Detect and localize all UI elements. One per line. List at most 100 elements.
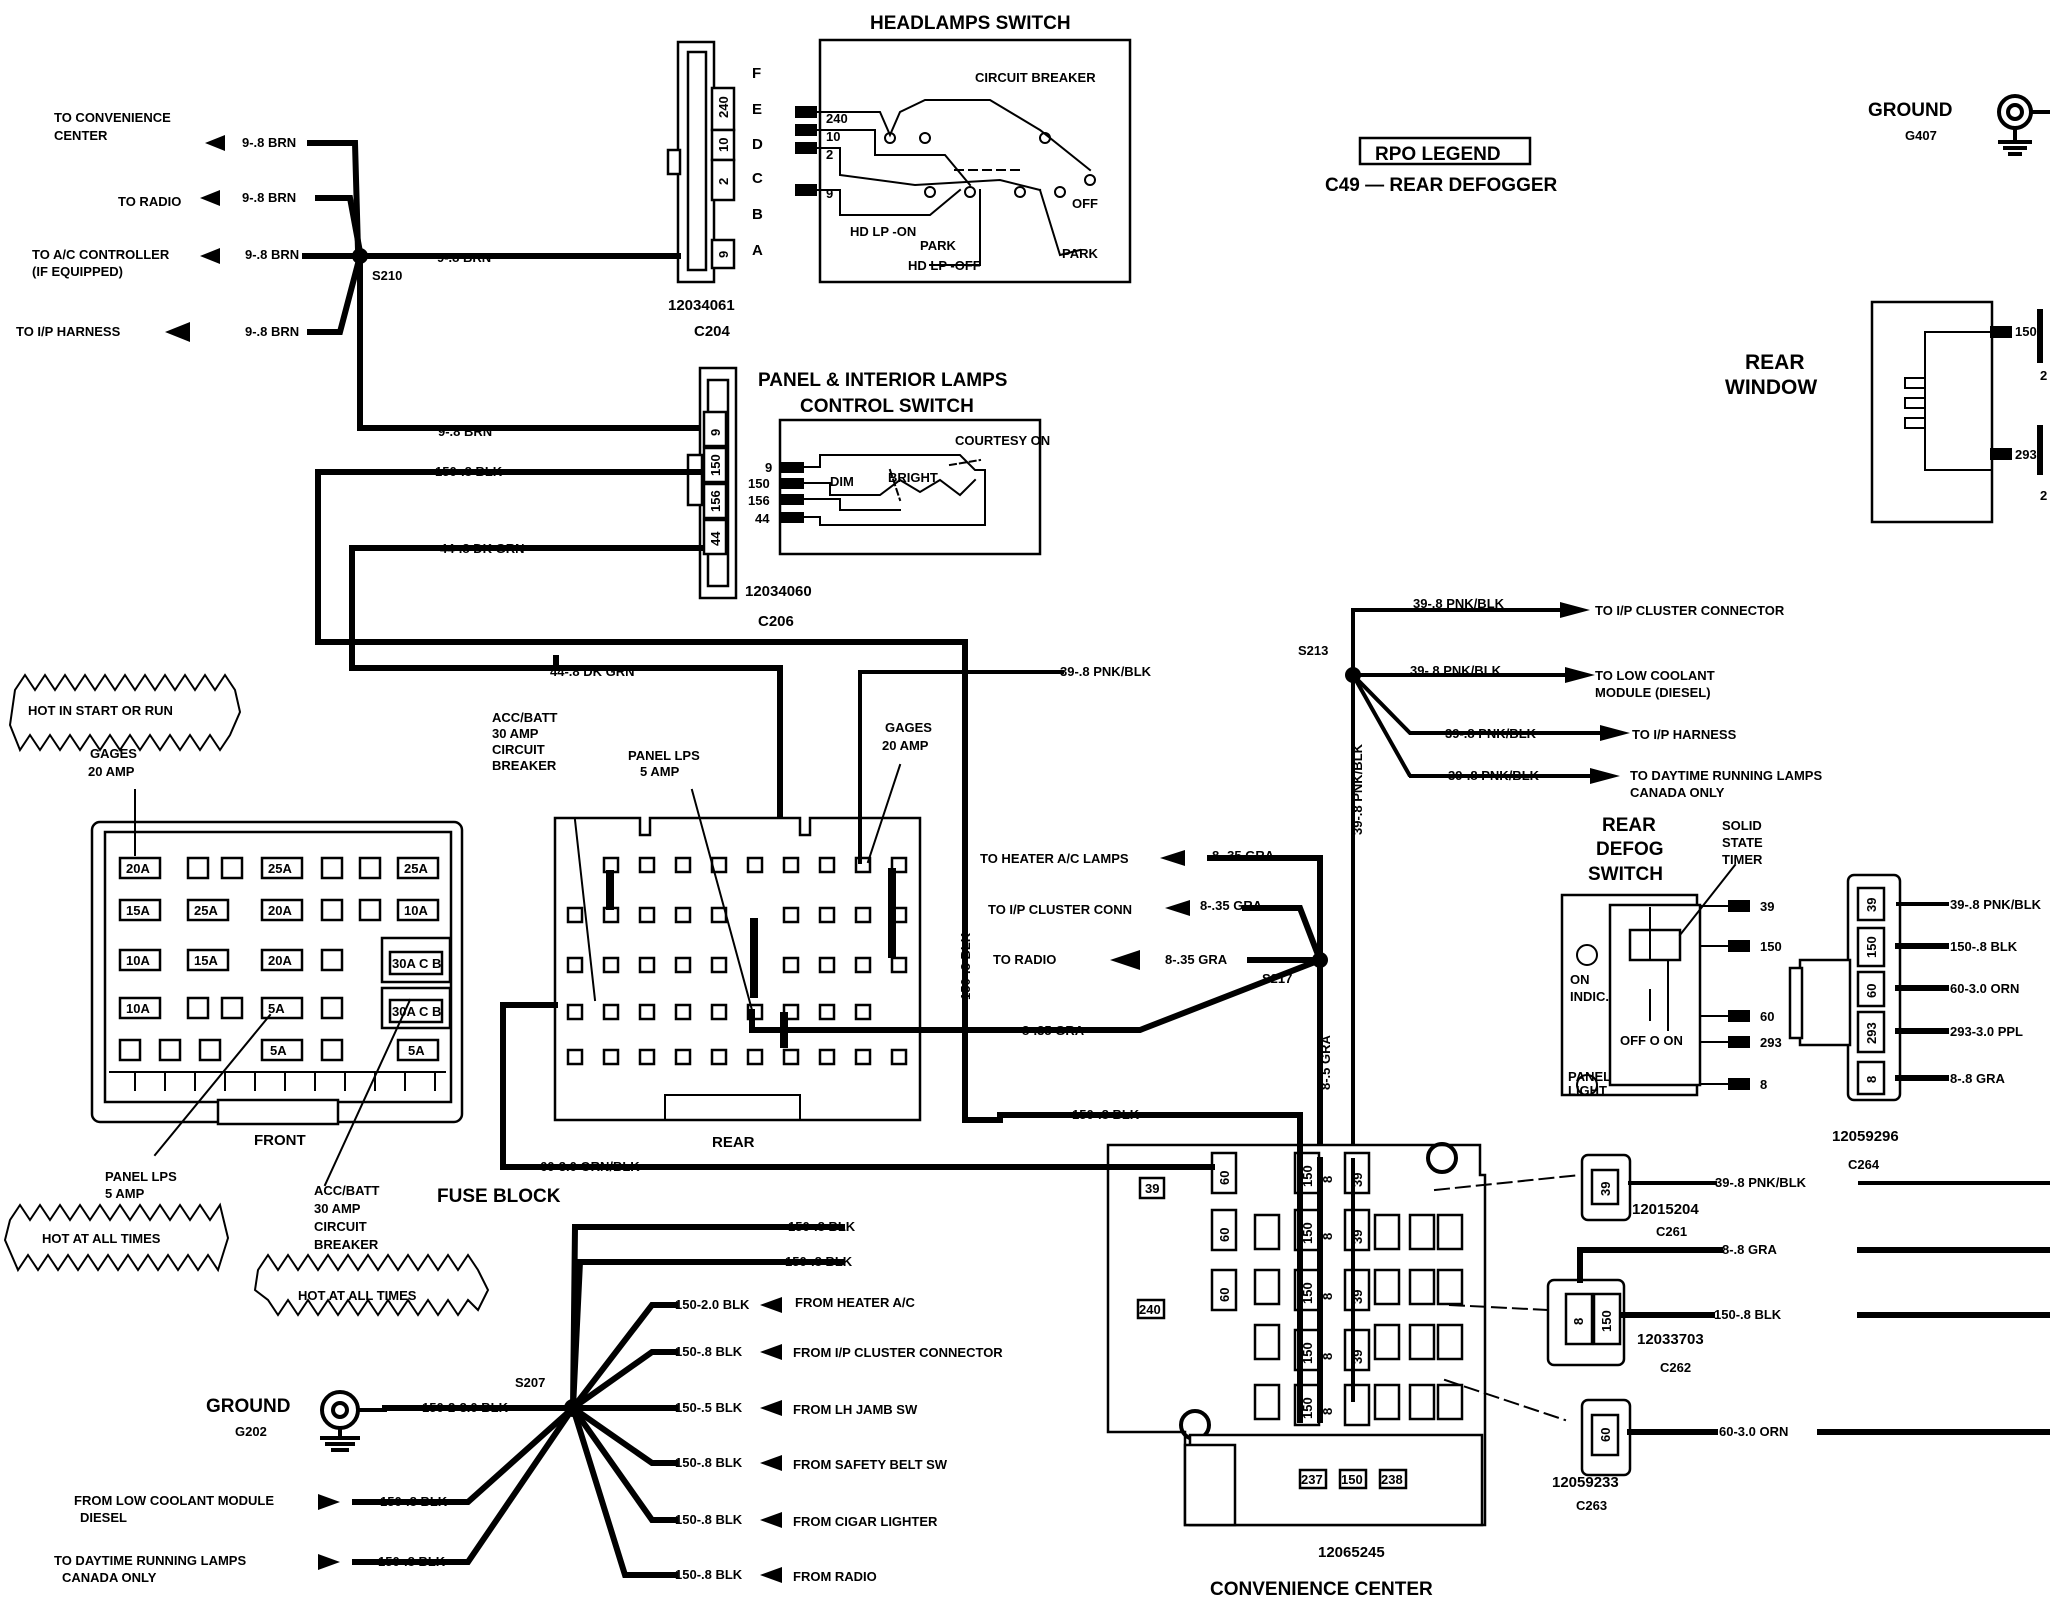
c264-wire-3: 60-3.0 ORN	[1950, 981, 2019, 996]
s213-dest-1: TO I/P CLUSTER CONNECTOR	[1595, 603, 1785, 618]
panel-interior-lamps-switch: PANEL & INTERIOR LAMPS CONTROL SWITCH 9 …	[315, 366, 1050, 1123]
svg-text:MODULE (DIESEL): MODULE (DIESEL)	[1595, 685, 1711, 700]
svg-text:CIRCUIT: CIRCUIT	[492, 742, 545, 757]
s207-right-wire-1: 150-2.0 BLK	[675, 1297, 750, 1312]
svg-text:CIRCUIT: CIRCUIT	[314, 1219, 367, 1234]
s213-dest-4: TO DAYTIME RUNNING LAMPS	[1630, 768, 1822, 783]
rpo-entry: C49 — REAR DEFOGGER	[1325, 175, 1558, 196]
svg-text:5 AMP: 5 AMP	[105, 1186, 145, 1201]
hot-start-label: HOT IN START OR RUN	[28, 703, 173, 718]
c264-wire-5: 8-.8 GRA	[1950, 1071, 2006, 1086]
rear-accbatt-label: ACC/BATT	[492, 710, 558, 725]
fuse-block-rear-body	[553, 816, 922, 1122]
svg-text:8: 8	[1320, 1353, 1335, 1360]
c204-connector-id: C204	[694, 323, 731, 340]
panel-wire-brn: 9-.8 BRN	[438, 424, 492, 439]
to-ip-harness-label: TO I/P HARNESS	[16, 324, 121, 339]
front-gages-label: GAGES	[90, 746, 137, 761]
svg-text:20 AMP: 20 AMP	[88, 764, 135, 779]
c261-pin: 39	[1598, 1182, 1613, 1196]
svg-text:8: 8	[1320, 1233, 1335, 1240]
c204-letter-b: B	[752, 206, 763, 223]
hot-all-times-1: HOT AT ALL TIMES	[42, 1231, 161, 1246]
c204-pin-10: 10	[716, 138, 731, 152]
fuse-turn-sig: 15A	[126, 903, 150, 918]
fuse-brake-2: 15A	[194, 953, 218, 968]
s213-label: S213	[1298, 643, 1328, 658]
c204-letter-c: C	[752, 170, 763, 187]
park-label-left: PARK	[920, 238, 956, 253]
c206-latch	[686, 453, 704, 507]
svg-text:238: 238	[1381, 1472, 1403, 1487]
c204-pin-240: 240	[716, 96, 731, 118]
s217-wire-3: 8-.35 GRA	[1165, 952, 1228, 967]
rear-window-pin-150: 150	[2015, 324, 2037, 339]
fuse-block-rear: ACC/BATT 30 AMP CIRCUIT BREAKER PANEL LP…	[437, 655, 1324, 1207]
c264-pin-39: 39	[1864, 898, 1879, 912]
fuse-wire-pnk: 39-.8 PNK/BLK	[1060, 664, 1152, 679]
svg-text:60: 60	[1760, 1009, 1774, 1024]
rear-terminals	[566, 856, 908, 1066]
s207-left-from-1: FROM LOW COOLANT MODULE	[74, 1493, 274, 1508]
svg-text:39: 39	[1760, 899, 1774, 914]
svg-text:150: 150	[1300, 1342, 1315, 1364]
c206-part-number: 12034060	[745, 583, 812, 600]
front-fuse-row-2: 15A 25A 20A 10A	[118, 898, 440, 922]
headlamps-switch: HEADLAMPS SWITCH 240 10 2 9 F E D C B A …	[666, 13, 1132, 340]
fuse-panel-lps: 5A	[268, 1001, 285, 1016]
svg-text:5 AMP: 5 AMP	[640, 764, 680, 779]
c204-pin-2: 2	[716, 178, 731, 185]
s207-splice: S207 150-.8 BLK 150-.8 BLK 150-2.0 BLK F…	[54, 1219, 1003, 1585]
s213-dest-2: TO LOW COOLANT	[1595, 668, 1715, 683]
fuse-acc-ign: 30A C B	[392, 956, 441, 971]
c204-latch	[666, 148, 682, 176]
svg-text:CENTER: CENTER	[54, 128, 108, 143]
s207-right-from-2: FROM I/P CLUSTER CONNECTOR	[793, 1345, 1003, 1360]
front-panel-lps-label: PANEL LPS	[105, 1169, 177, 1184]
svg-text:150: 150	[748, 476, 770, 491]
c262-pin-8: 8	[1571, 1318, 1586, 1325]
hot-all-times-2: HOT AT ALL TIMES	[298, 1288, 417, 1303]
front-fuse-row-1: 20A 25A 25A	[118, 856, 440, 880]
s217-dest-2: TO I/P CLUSTER CONN	[988, 902, 1132, 917]
g202-code: G202	[235, 1424, 267, 1439]
svg-text:60: 60	[1217, 1228, 1232, 1242]
c264-part-number: 12059296	[1832, 1128, 1899, 1145]
c204-letter-d: D	[752, 136, 763, 153]
bright-label: BRIGHT	[888, 470, 938, 485]
hot-all-times-burst-2	[253, 1253, 490, 1317]
s207-left-from-2: TO DAYTIME RUNNING LAMPS	[54, 1553, 246, 1568]
fuse-block-front: HOT IN START OR RUN GAGES 20 AMP 20A 25A…	[3, 673, 490, 1317]
s207-right-wire-5: 150-.8 BLK	[675, 1512, 743, 1527]
rpo-title: RPO LEGEND	[1375, 144, 1501, 165]
fuse-block-title: FUSE BLOCK	[437, 1186, 561, 1207]
c204-letters: F E D C B A	[752, 65, 763, 259]
c264-wire-4: 293-3.0 PPL	[1950, 1024, 2023, 1039]
svg-text:STATE: STATE	[1722, 835, 1763, 850]
svg-text:150: 150	[1300, 1282, 1315, 1304]
fuse-ecm-ign: 10A	[126, 953, 150, 968]
convenience-center: 39 240 237 150 238	[962, 1107, 2050, 1600]
headlamps-pin-240: 240	[826, 111, 848, 126]
fuse-wire-blk-vertical: 150-.8 BLK	[958, 932, 973, 1000]
c262-wire-1: 8-.8 GRA	[1722, 1242, 1778, 1257]
g202-label: GROUND	[206, 1396, 290, 1417]
c261-part-number: 12015204	[1632, 1201, 1699, 1218]
hd-lp-off-label: HD LP -OFF	[908, 258, 981, 273]
svg-text:CANADA ONLY: CANADA ONLY	[1630, 785, 1725, 800]
svg-text:150: 150	[1341, 1472, 1363, 1487]
c263-pin: 60	[1598, 1428, 1613, 1442]
svg-text:TIMER: TIMER	[1722, 852, 1763, 867]
svg-text:9: 9	[765, 460, 772, 475]
c263-part-number: 12059233	[1552, 1474, 1619, 1491]
s207-right-from-4: FROM SAFETY BELT SW	[793, 1457, 948, 1472]
s217-label: S217	[1262, 971, 1292, 986]
c206-pin-44: 44	[708, 531, 723, 546]
s207-right-from-1: FROM HEATER A/C	[795, 1295, 915, 1310]
s217-splice: S217 TO HEATER A/C LAMPS 8-.35 GRA TO I/…	[980, 848, 1333, 1163]
svg-text:INDIC.: INDIC.	[1570, 989, 1609, 1004]
front-label: FRONT	[254, 1132, 306, 1149]
rear-label: REAR	[712, 1134, 755, 1151]
to-ac-controller-label: TO A/C CONTROLLER	[32, 247, 170, 262]
panel-switch-internal	[803, 454, 986, 526]
